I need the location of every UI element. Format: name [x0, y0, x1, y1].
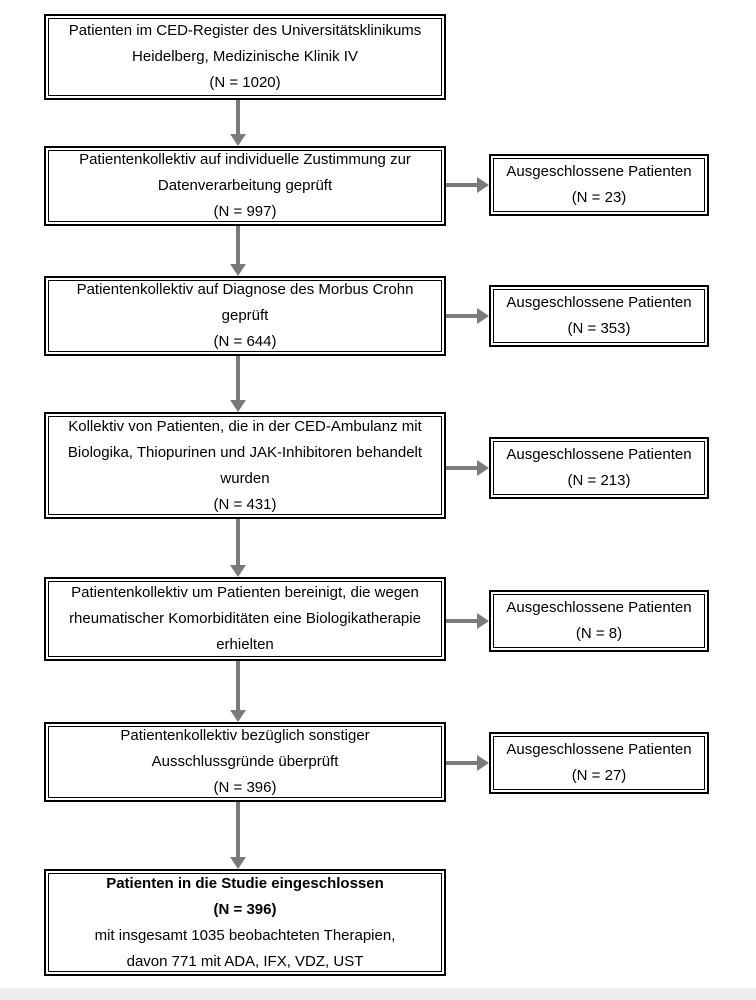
box-n-count: (N = 431)	[213, 495, 277, 513]
excluded-label: Ausgeschlossene Patienten	[506, 446, 692, 463]
excluded-label: Ausgeschlossene Patienten	[506, 741, 692, 758]
box-text-line: Kollektiv von Patienten, die in der CED-…	[68, 417, 422, 435]
excluded-patients-box-3: Ausgeschlossene Patienten (N = 213)	[489, 437, 709, 499]
box-title-line: Patienten in die Studie eingeschlossen	[106, 874, 384, 892]
flow-box-rheumatic-cleanup: Patientenkollektiv um Patienten bereinig…	[44, 577, 446, 661]
arrow-down-icon	[236, 226, 240, 264]
box-n-count: (N = 997)	[213, 203, 277, 220]
box-text-line: rheumatischer Komorbiditäten eine Biolog…	[69, 610, 421, 627]
box-text-line: Patientenkollektiv auf Diagnose des Morb…	[76, 281, 414, 298]
box-text-line: Patientenkollektiv um Patienten bereinig…	[71, 584, 419, 601]
page-edge-shadow	[0, 988, 756, 1000]
flow-box-ced-register: Patienten im CED-Register des Universitä…	[44, 14, 446, 100]
excluded-patients-box-5: Ausgeschlossene Patienten (N = 27)	[489, 732, 709, 794]
box-text-line: Biologika, Thiopurinen und JAK-Inhibitor…	[67, 443, 423, 461]
excluded-n-count: (N = 213)	[567, 472, 631, 489]
box-n-count: (N = 396)	[213, 779, 277, 796]
arrow-down-icon	[236, 100, 240, 134]
box-text-line: geprüft	[221, 307, 269, 324]
excluded-n-count: (N = 27)	[571, 767, 627, 784]
box-text-line: mit insgesamt 1035 beobachteten Therapie…	[94, 926, 396, 944]
arrow-down-icon	[236, 356, 240, 400]
box-text-line: Heidelberg, Medizinische Klinik IV	[132, 48, 358, 65]
arrow-down-icon	[236, 661, 240, 710]
box-text-line: Datenverarbeitung geprüft	[157, 177, 333, 194]
box-text-line: Patienten im CED-Register des Universitä…	[68, 22, 422, 39]
flow-box-study-included: Patienten in die Studie eingeschlossen (…	[44, 869, 446, 976]
box-text-line: wurden	[220, 469, 270, 487]
excluded-label: Ausgeschlossene Patienten	[506, 163, 692, 180]
arrow-right-icon	[446, 183, 477, 187]
box-text-line: Patientenkollektiv bezüglich sonstiger	[120, 727, 370, 744]
box-text-line: Patientenkollektiv auf individuelle Zust…	[79, 151, 411, 168]
arrow-down-icon	[236, 802, 240, 857]
excluded-label: Ausgeschlossene Patienten	[506, 599, 692, 616]
box-n-count: (N = 644)	[213, 333, 277, 350]
excluded-n-count: (N = 8)	[575, 625, 623, 642]
arrow-right-icon	[446, 619, 477, 623]
flow-box-other-exclusions: Patientenkollektiv bezüglich sonstiger A…	[44, 722, 446, 802]
arrow-right-icon	[446, 761, 477, 765]
excluded-patients-box-4: Ausgeschlossene Patienten (N = 8)	[489, 590, 709, 652]
excluded-n-count: (N = 23)	[571, 189, 627, 206]
arrow-right-icon	[446, 314, 477, 318]
box-n-count: (N = 1020)	[209, 74, 281, 91]
arrow-right-icon	[446, 466, 477, 470]
excluded-patients-box-1: Ausgeschlossene Patienten (N = 23)	[489, 154, 709, 216]
arrow-down-icon	[236, 519, 240, 565]
box-text-line: davon 771 mit ADA, IFX, VDZ, UST	[126, 952, 364, 970]
box-text-line: Ausschlussgründe überprüft	[151, 753, 339, 770]
box-text-line: erhielten	[216, 636, 274, 653]
flow-box-crohn-diagnosis: Patientenkollektiv auf Diagnose des Morb…	[44, 276, 446, 356]
excluded-label: Ausgeschlossene Patienten	[506, 294, 692, 311]
excluded-patients-box-2: Ausgeschlossene Patienten (N = 353)	[489, 285, 709, 347]
flow-box-consent-check: Patientenkollektiv auf individuelle Zust…	[44, 146, 446, 226]
flow-box-therapy-cohort: Kollektiv von Patienten, die in der CED-…	[44, 412, 446, 519]
box-n-count: (N = 396)	[213, 900, 277, 918]
excluded-n-count: (N = 353)	[567, 320, 631, 337]
